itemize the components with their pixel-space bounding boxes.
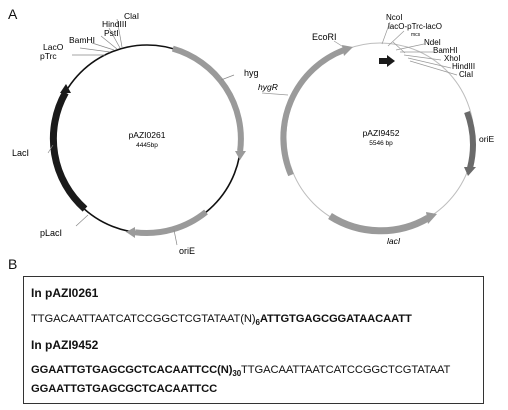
laci-arrowhead (60, 84, 71, 93)
plasmid2-bamhi-label: BamHI (433, 46, 457, 55)
plasmid2-laci-label: lacI (387, 236, 401, 246)
plasmid1-name: pAZI0261 (129, 130, 166, 140)
hyg-arrowhead (235, 151, 246, 160)
plasmid1-laci-label: LacI (12, 148, 29, 158)
plasmid1-clai-label: ClaI (124, 11, 139, 21)
plasmid1-psti-label: PstI (104, 28, 119, 38)
plasmid1-laco-label: LacO (43, 42, 64, 52)
plasmid2-ndei-label: NdeI (424, 38, 441, 47)
pazi9452-promoter-sequence-line1: GGAATTGTGAGCGCTCACAATTCC(N)30TTGACAATTAA… (31, 364, 450, 378)
plasmid2-promoter-label: lacO-pTrc-lacO (388, 22, 442, 31)
panel-b-label: B (8, 256, 18, 272)
laci-feature (49, 90, 88, 212)
plasmid1-orie-label: oriE (179, 246, 195, 256)
sequence-box: In pAZI0261 TTGACAATTAATCATCCGGCTCGTATAA… (23, 276, 484, 404)
plasmid2-laci-feature (328, 213, 430, 235)
plasmid1-hyg-label: hyg (244, 68, 259, 78)
plasmid1-placi-label: pLacI (40, 228, 62, 238)
pazi9452-seq-part-b: TTGACAATTAATCATCCGGCTCGTATAAT (241, 364, 451, 376)
plasmid2-mcs-label: mcs (411, 32, 421, 38)
plasmid-maps: ClaI HindIII PstI BamHI LacO pTrc hyg La… (12, 11, 494, 256)
plasmid2-orie-feature (464, 110, 476, 169)
pazi9452-promoter-sequence-line2: GGAATTGTGAGCGCTCACAATTCC (31, 383, 218, 395)
plasmid1-hindiii-label: HindIII (102, 19, 127, 29)
plasmid1-ptrc-label: pTrc (40, 51, 57, 61)
plasmid1-size: 4445bp (136, 142, 158, 149)
pazi9452-spacer-length: 30 (232, 369, 242, 379)
hyg-feature (171, 45, 244, 152)
pazi0261-spacer-length: 6 (255, 318, 260, 328)
plasmid2-size: 5546 bp (369, 140, 393, 147)
orie-feature (134, 209, 208, 236)
plasmid2-name: pAZI9452 (363, 128, 400, 138)
pazi0261-sequence-heading: In pAZI0261 (31, 286, 99, 300)
promoter-arrow (379, 55, 395, 67)
hygr-feature (280, 47, 346, 177)
plasmid2-orie-arrowhead (464, 167, 476, 176)
plasmid2-orie-label: oriE (479, 134, 494, 144)
pazi9452-seq-part-a: GGAATTGTGAGCGCTCACAATTCC(N) (31, 364, 233, 376)
pazi0261-seq-part-a: TTGACAATTAATCATCCGGCTCGTATAAT(N) (31, 313, 256, 325)
plasmid1-bamhi-label: BamHI (69, 35, 95, 45)
plasmid2-ecori-label: EcoRI (312, 32, 337, 42)
plasmid-map-pazi9452: EcoRI hygR NcoI lacO-pTrc-lacO mcs NdeI … (258, 13, 494, 246)
pazi9452-sequence-heading: In pAZI9452 (31, 338, 99, 352)
plasmid2-laci-arrowhead (426, 212, 437, 224)
plasmid2-ncoi-label: NcoI (386, 13, 402, 22)
orie-arrowhead (126, 227, 135, 238)
plasmid2-xhoi-label: XhoI (444, 54, 460, 63)
pazi0261-seq-part-b: ATTGTGAGCGGATAACAATT (259, 313, 412, 325)
plasmid2-hindiii-label: HindIII (452, 62, 475, 71)
panel-a-label: A (8, 6, 18, 22)
hygr-arrowhead (342, 45, 353, 56)
plasmid2-hygr-label: hygR (258, 82, 278, 92)
plasmid-map-pazi0261: ClaI HindIII PstI BamHI LacO pTrc hyg La… (12, 11, 259, 256)
plasmid2-clai-label: ClaI (459, 70, 473, 79)
pazi0261-promoter-sequence: TTGACAATTAATCATCCGGCTCGTATAAT(N)6ATTGTGA… (31, 313, 412, 327)
